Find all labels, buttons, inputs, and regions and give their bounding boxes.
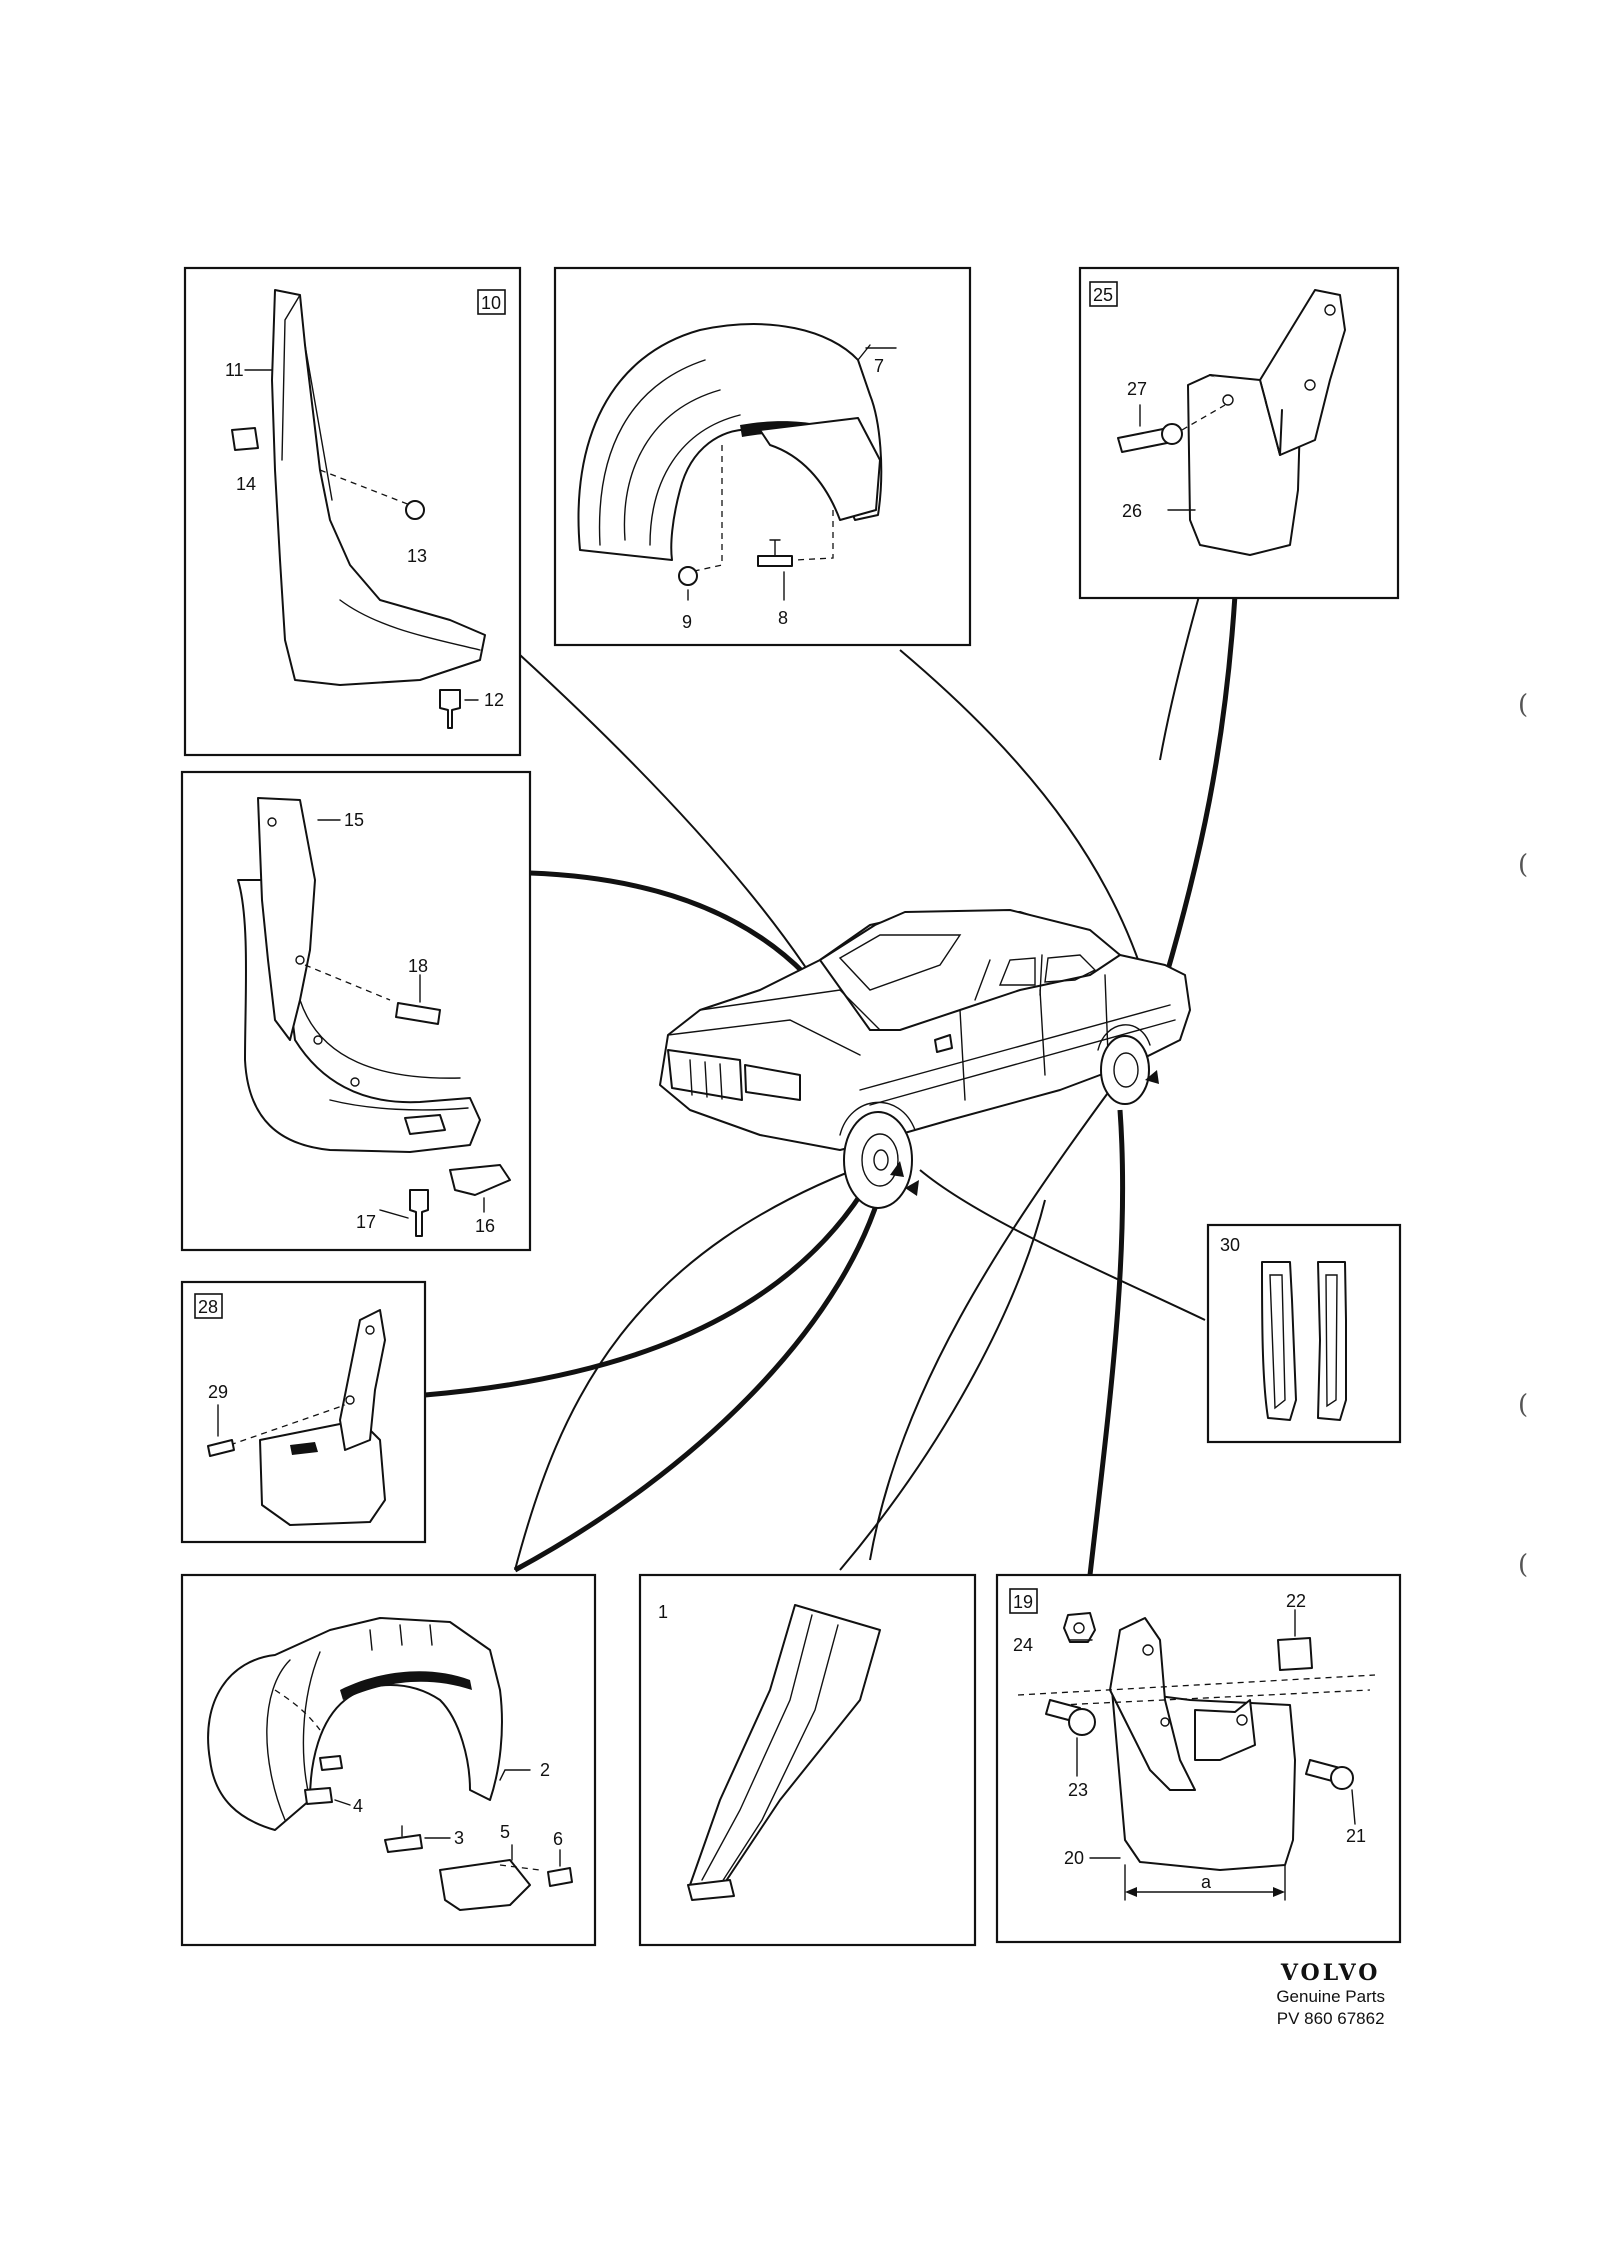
panel-25-badge: 25	[1093, 285, 1113, 305]
callout-17: 17	[356, 1212, 376, 1232]
panel-30: 30	[1206, 1223, 1402, 1444]
callout-14: 14	[236, 474, 256, 494]
callout-11: 11	[225, 360, 244, 380]
callout-16: 16	[475, 1216, 495, 1236]
callout-26: 26	[1122, 501, 1142, 521]
panel-10: 10 11 14 13 12	[183, 266, 522, 757]
panel-28-badge: 28	[198, 1297, 218, 1317]
callout-29: 29	[208, 1382, 228, 1402]
part-code: PV 860 67862	[1276, 2009, 1385, 2028]
callout-27: 27	[1127, 379, 1147, 399]
callout-13: 13	[407, 546, 427, 566]
panel-7: 7 9 8	[553, 266, 972, 647]
callout-24: 24	[1013, 1635, 1033, 1655]
panel-1: 1	[638, 1573, 977, 1947]
callout-3: 3	[454, 1828, 464, 1848]
callout-2: 2	[540, 1760, 550, 1780]
panel-2: 2 4 3 5 6	[180, 1573, 597, 1947]
callout-18: 18	[408, 956, 428, 976]
callout-9: 9	[682, 612, 692, 632]
callout-23: 23	[1068, 1780, 1088, 1800]
callout-12: 12	[484, 690, 504, 710]
dimension-a: a	[1201, 1872, 1212, 1892]
callout-20: 20	[1064, 1848, 1084, 1868]
callout-21: 21	[1346, 1826, 1366, 1846]
margin-mark: (	[1518, 1390, 1529, 1420]
panel-28: 28 29	[180, 1280, 427, 1544]
panel-25: 25 27 26	[1078, 266, 1400, 600]
margin-mark: (	[1518, 690, 1529, 720]
callout-22: 22	[1286, 1591, 1306, 1611]
panel-10-badge: 10	[481, 293, 501, 313]
callout-7: 7	[874, 356, 884, 376]
panel-30-label: 30	[1220, 1235, 1240, 1255]
panel-15: 15 18 17 16	[180, 770, 532, 1252]
car-illustration	[659, 909, 1191, 1209]
margin-mark: (	[1518, 1550, 1529, 1580]
callout-4: 4	[353, 1796, 363, 1816]
margin-mark: (	[1518, 850, 1529, 880]
brand-logo: VOLVO	[1280, 1960, 1381, 1986]
panel-19-badge: 19	[1013, 1592, 1033, 1612]
callout-8: 8	[778, 608, 788, 628]
brand-block: VOLVO Genuine Parts PV 860 67862	[1276, 1960, 1385, 2030]
brand-subtitle: Genuine Parts	[1276, 1987, 1385, 2006]
callout-5: 5	[500, 1822, 510, 1842]
panel-1-label: 1	[658, 1602, 668, 1622]
panel-19: 19 24 22 23 21	[995, 1573, 1402, 1944]
callout-6: 6	[553, 1829, 563, 1849]
callout-15: 15	[344, 810, 364, 830]
